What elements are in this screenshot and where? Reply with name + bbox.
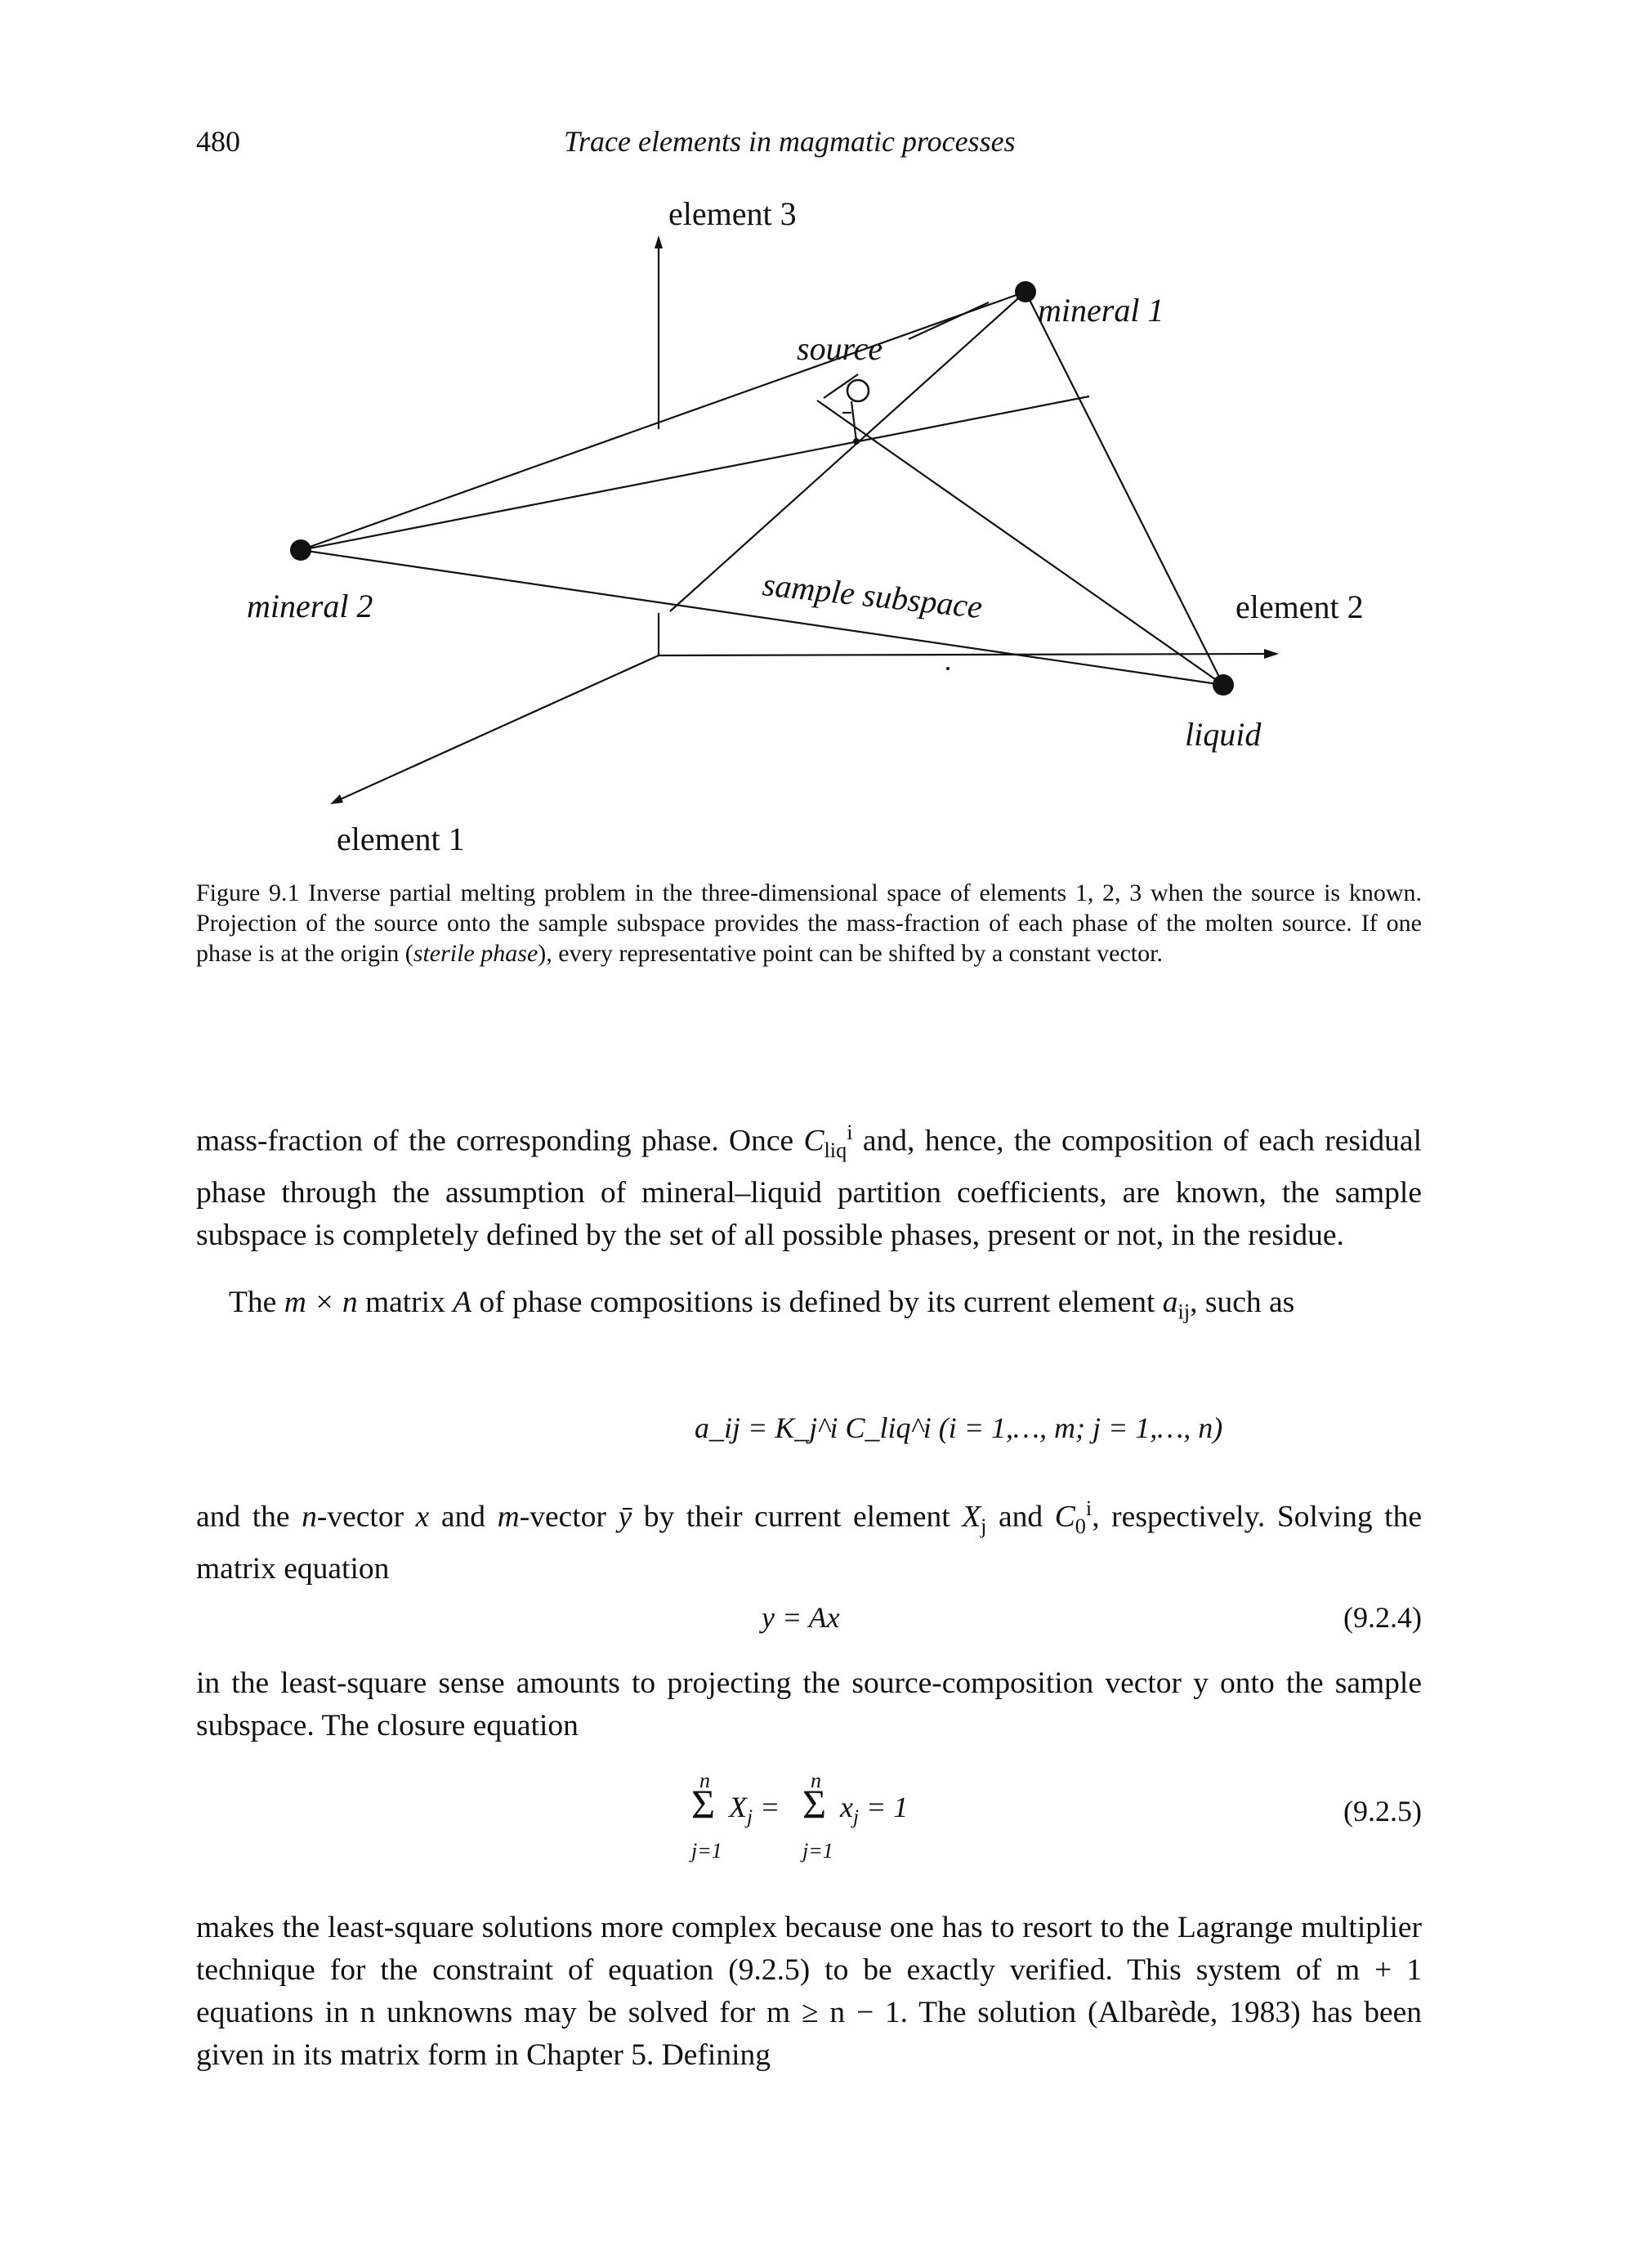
edge-mineral2-mineral1 bbox=[300, 290, 1026, 552]
label-element-2: element 2 bbox=[1236, 588, 1364, 625]
sum2-sigma: Σ bbox=[802, 1781, 827, 1827]
running-title: Trace elements in magmatic processes bbox=[564, 125, 1016, 158]
axis-element-3-arrowhead bbox=[655, 235, 663, 248]
source-leader-line bbox=[823, 374, 859, 399]
page-number: 480 bbox=[196, 125, 240, 158]
p3-c0-sup: i bbox=[1085, 1496, 1093, 1520]
label-sample-subspace: sample subspace bbox=[761, 566, 984, 625]
p3-text-b: -vector bbox=[316, 1500, 416, 1534]
p3-text-f: and bbox=[986, 1500, 1055, 1534]
p3-text-c: and bbox=[429, 1500, 498, 1534]
closure-left: Xj = bbox=[729, 1791, 780, 1829]
sum2-lower: j=1 bbox=[802, 1839, 833, 1863]
p3-text-d: -vector bbox=[519, 1500, 619, 1534]
label-element-3: element 3 bbox=[668, 195, 797, 232]
axis-element-2-arrowhead bbox=[1264, 649, 1279, 659]
equation-number-9-2-4: (9.2.4) bbox=[1343, 1601, 1422, 1634]
p1-var-c: C bbox=[803, 1124, 824, 1158]
mineral-2-point bbox=[290, 539, 311, 561]
p1-text-b: and, hence, the composition of each resi… bbox=[196, 1124, 1422, 1253]
p2-text-b: matrix bbox=[357, 1286, 454, 1319]
label-liquid: liquid bbox=[1185, 716, 1262, 753]
p1-sup: i bbox=[847, 1121, 853, 1144]
stray-dot bbox=[946, 667, 950, 670]
p1-text-a: mass-fraction of the corresponding phase… bbox=[196, 1124, 804, 1158]
p3-xj: X bbox=[962, 1500, 981, 1534]
p2-matrix-a: A bbox=[453, 1286, 472, 1319]
equation-number-9-2-5: (9.2.5) bbox=[1343, 1795, 1422, 1827]
paragraph-2: The m × n matrix A of phase compositions… bbox=[196, 1282, 1422, 1334]
p2-text-d: , such as bbox=[1190, 1286, 1295, 1319]
edge-mineral2-liquid bbox=[300, 548, 1224, 687]
equation-aij: a_ij = K_j^i C_liq^i (i = 1,…, m; j = 1,… bbox=[695, 1411, 1223, 1444]
paragraph-5: makes the least-square solutions more co… bbox=[196, 1911, 1422, 2072]
caption-tail: ), every representative point can be shi… bbox=[538, 940, 1163, 967]
caption-text: Figure 9.1 Inverse partial melting probl… bbox=[196, 879, 1422, 967]
closure-right: xj = 1 bbox=[840, 1791, 909, 1829]
p3-c0-sub: 0 bbox=[1075, 1514, 1086, 1538]
paragraph-1: mass-fraction of the corresponding phase… bbox=[196, 1112, 1422, 1257]
p2-aij: a bbox=[1162, 1286, 1178, 1319]
mineral-1-point bbox=[1015, 281, 1036, 302]
p3-text-e: by their current element bbox=[632, 1500, 963, 1534]
paragraph-4: in the least-square sense amounts to pro… bbox=[196, 1666, 1422, 1742]
label-mineral-2: mineral 2 bbox=[247, 588, 373, 624]
sum1-lower: j=1 bbox=[691, 1839, 722, 1863]
p3-m: m bbox=[497, 1500, 520, 1534]
label-element-1: element 1 bbox=[337, 821, 465, 857]
projection-point bbox=[853, 438, 860, 445]
p2-text-c: of phase compositions is defined by its … bbox=[471, 1286, 1163, 1319]
sum1-upper: n bbox=[699, 1769, 710, 1792]
axis-element-1 bbox=[336, 654, 659, 803]
p3-text-a: and the bbox=[196, 1500, 302, 1534]
axis-element-1-arrowhead bbox=[330, 794, 343, 804]
sum2-upper: n bbox=[811, 1769, 821, 1792]
line-source-projection bbox=[850, 400, 858, 442]
p3-n: n bbox=[302, 1500, 317, 1534]
mineral1-leader-line bbox=[908, 302, 990, 340]
source-point bbox=[846, 378, 870, 403]
figure-9-1-diagram: element 3 mineral 1 source mineral 2 sam… bbox=[247, 195, 1364, 857]
sum1-sigma: Σ bbox=[691, 1781, 716, 1827]
p2-aij-sub: ij bbox=[1177, 1300, 1191, 1324]
p3-x: x bbox=[415, 1500, 430, 1534]
p3-xj-sub: j bbox=[981, 1514, 987, 1538]
figure-caption: Figure 9.1 Inverse partial melting probl… bbox=[196, 878, 1422, 968]
label-source: source bbox=[797, 330, 883, 367]
line-source-to-liquid bbox=[816, 400, 1224, 686]
p3-c0: C bbox=[1054, 1500, 1075, 1534]
liquid-point bbox=[1213, 674, 1234, 696]
label-mineral-1: mineral 1 bbox=[1038, 292, 1164, 329]
paragraph-3: and the n-vector x and m-vector ȳ by the… bbox=[196, 1487, 1422, 1590]
line-mineral2-to-edge bbox=[300, 395, 1090, 552]
p1-sub: liq bbox=[824, 1138, 847, 1162]
equation-y-ax: y = Ax bbox=[762, 1601, 840, 1634]
p2-mxn: m × n bbox=[284, 1286, 358, 1319]
axis-element-2 bbox=[658, 652, 1271, 657]
edge-mineral1-liquid bbox=[1025, 291, 1224, 686]
p3-ybar: ȳ bbox=[618, 1500, 632, 1534]
p2-text-a: The bbox=[229, 1286, 284, 1319]
caption-italic: sterile phase bbox=[413, 940, 538, 967]
p3-text-g: , respectively. Solving the matrix equat… bbox=[196, 1500, 1422, 1586]
line-mineral1-to-subspace bbox=[669, 291, 1026, 612]
